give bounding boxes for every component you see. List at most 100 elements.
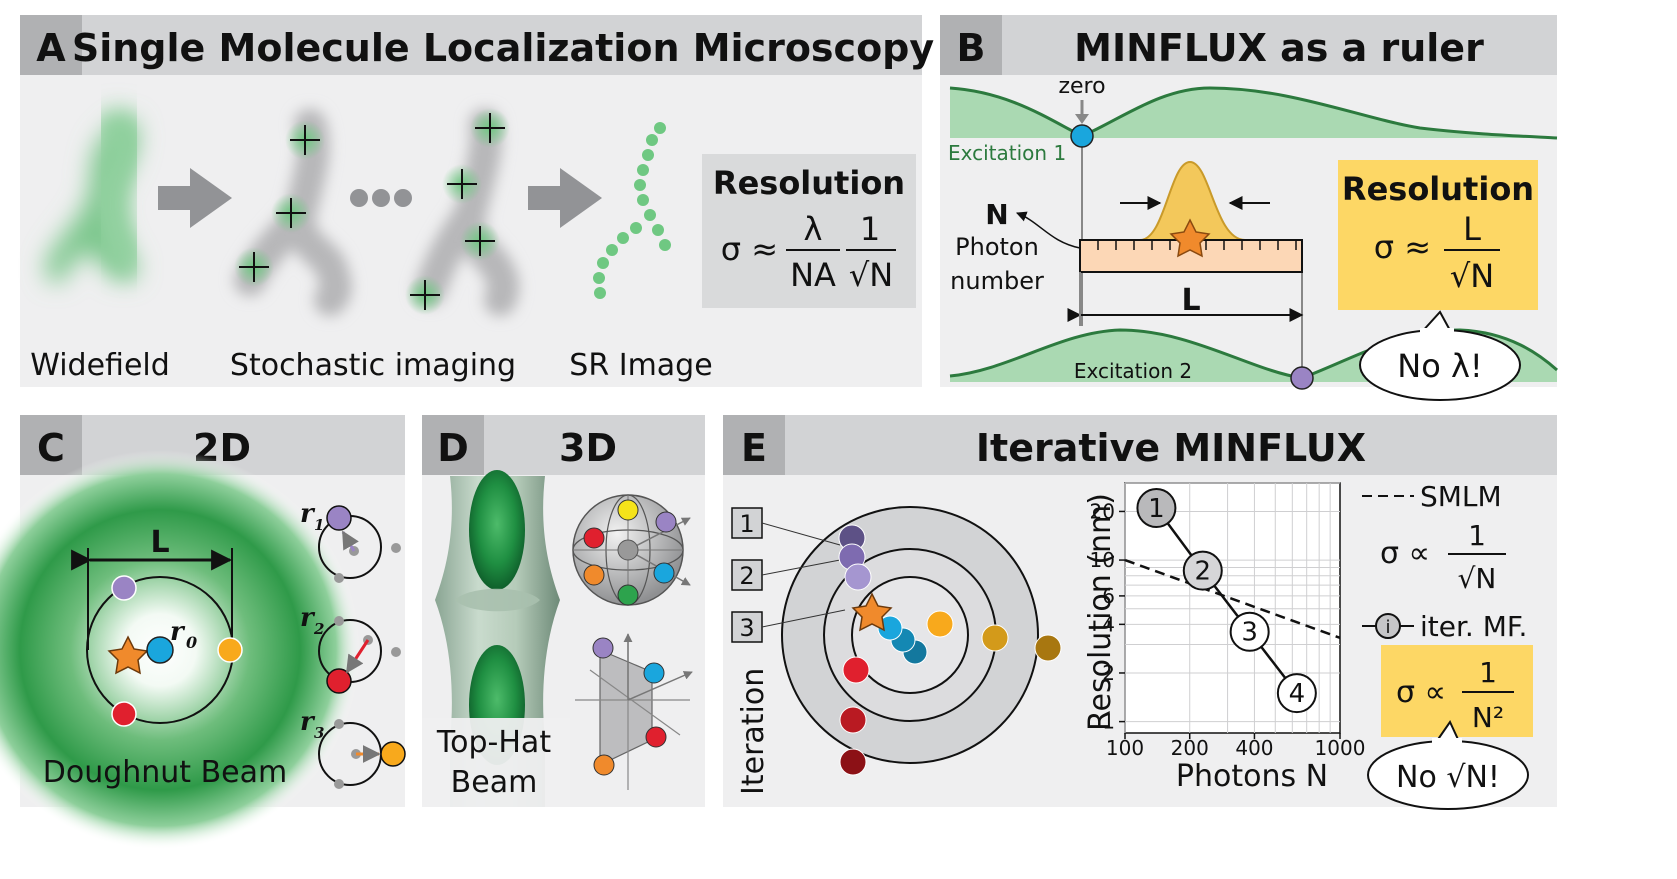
panel-a-formula-den1: NA [790, 256, 836, 294]
panel-a-resolution-title: Resolution [713, 164, 905, 202]
zero-arrow-head [1075, 114, 1089, 124]
photon-label-line2: number [950, 267, 1044, 295]
zero-marker-2 [1290, 366, 1314, 390]
panel-b-header [940, 15, 1557, 75]
panel-b-formula-num: L [1463, 210, 1481, 248]
exposure-center [146, 636, 174, 664]
zero-marker-1 [1070, 124, 1094, 148]
series-iter-mf-line [1155, 507, 1298, 694]
iteration-box-3-label: 3 [739, 614, 754, 642]
panel-a-title: Single Molecule Localization Microscopy [72, 26, 935, 70]
iteration-box-1-label: 1 [739, 510, 754, 538]
iteration-box-3 [731, 611, 763, 643]
photon-distribution [1139, 160, 1246, 241]
top-hat-lobe-upper [469, 470, 525, 590]
process-arrow-2 [528, 168, 602, 228]
panel-b-bubble-join [1420, 328, 1454, 336]
x-tick-label: 200 [1171, 736, 1209, 760]
formula2-num: 1 [1479, 656, 1497, 689]
panel-b-bubble-text: No λ! [1397, 347, 1482, 385]
x-tick-label: 400 [1235, 736, 1273, 760]
doughnut-beam-label: Doughnut Beam [43, 755, 288, 790]
iteration-box-2-label: 2 [739, 562, 754, 590]
iter-mf-point [1276, 673, 1317, 714]
panel-c: C 2D L r 0 Doughnut Beam r 1 r [0, 415, 406, 850]
exposure-red [111, 701, 137, 727]
exposure-orange [217, 637, 243, 663]
panel-e: E Iterative MINFLUX Iteration 1 2 3 [723, 415, 1557, 810]
stochastic-label: Stochastic imaging [230, 348, 516, 383]
widefield-blob-core [93, 109, 145, 272]
r1-subscript: 1 [314, 516, 324, 534]
formula1-num: 1 [1468, 519, 1486, 552]
n-pointer [1016, 211, 1081, 249]
panel-c-letter-box [20, 415, 82, 475]
iter-mf-point-label: 2 [1194, 557, 1211, 587]
panel-b-letter: B [957, 26, 986, 70]
excitation-1-label: Excitation 1 [948, 141, 1066, 165]
panel-a-formula-box [702, 154, 916, 308]
formula2-lhs: σ ∝ [1396, 675, 1446, 710]
formula2-den: N² [1472, 701, 1504, 734]
panel-a-formula-num1: λ [804, 210, 823, 248]
panel-c-l-label: L [150, 525, 169, 560]
panel-e-bubble-text: No √N! [1396, 760, 1500, 795]
panel-d: D 3D Top-Hat Beam [422, 415, 705, 807]
step-r2: r 2 [300, 603, 401, 694]
legend-iter-marker-label: i [1385, 617, 1390, 638]
y-tick-label: 2 [1102, 661, 1115, 685]
localization-crosses-2 [410, 113, 505, 310]
sr-image-points [593, 122, 671, 299]
y-tick-label: 1 [1102, 710, 1115, 734]
3d-exposure-tetrahedron [575, 633, 693, 790]
ellipsis-dots [350, 189, 412, 207]
panel-e-letter-box [723, 415, 785, 475]
iter-mf-point [1229, 611, 1270, 652]
x-tick-label: 100 [1106, 736, 1144, 760]
r2-subscript: 2 [313, 620, 324, 638]
iter-mf-point-label: 3 [1241, 618, 1258, 648]
molecule-star [107, 635, 149, 675]
exposure-purple [111, 575, 137, 601]
top-hat-label-line2: Beam [451, 765, 538, 800]
excitation-2-label: Excitation 2 [1074, 359, 1192, 383]
panel-a: A Single Molecule Localization Microscop… [20, 15, 934, 387]
panel-a-formula-num2: 1 [860, 210, 880, 248]
process-arrow-1 [158, 168, 232, 228]
panel-d-title: 3D [559, 426, 617, 470]
y-tick-label: 20 [1090, 499, 1115, 523]
molecule-star [851, 592, 893, 632]
iter-mf-point [1136, 488, 1177, 529]
legend-smlm-label: SMLM [1420, 480, 1502, 513]
formula1-lhs: σ ∝ [1380, 536, 1430, 571]
panel-d-letter: D [437, 426, 469, 470]
chart-y-label: Resolution (nm) [1083, 493, 1118, 731]
l-label: L [1181, 283, 1200, 318]
panel-e-bubble-join [1432, 738, 1462, 748]
zero-label: zero [1058, 74, 1105, 99]
panel-b-letter-box [940, 15, 1002, 75]
panel-a-formula-lhs: σ ≈ [721, 230, 778, 268]
formula1-den: √N [1458, 562, 1497, 595]
legend-iter-label: iter. MF. [1420, 610, 1527, 643]
panel-a-letter-box [20, 15, 82, 75]
iter-mf-point [1182, 550, 1223, 591]
sr-image-label: SR Image [569, 348, 712, 383]
r3-subscript: 3 [314, 724, 324, 742]
panel-b-formula-den: √N [1450, 257, 1494, 295]
panel-b: B MINFLUX as a ruler Excitation 1 zero E… [940, 15, 1558, 401]
widefield-label: Widefield [30, 348, 170, 383]
iteration-leader-lines [761, 522, 846, 628]
y-tick-label: 6 [1102, 584, 1115, 608]
excitation-1-curve [949, 86, 1558, 140]
panel-b-title: MINFLUX as a ruler [1074, 26, 1484, 70]
top-hat-waist [455, 588, 540, 612]
panel-a-formula-den2: √N [849, 256, 893, 294]
molecule-star [1169, 218, 1211, 258]
r0-label: r [170, 617, 186, 647]
iter-mf-point-label: 4 [1289, 679, 1306, 709]
panel-d-letter-box [422, 415, 484, 475]
